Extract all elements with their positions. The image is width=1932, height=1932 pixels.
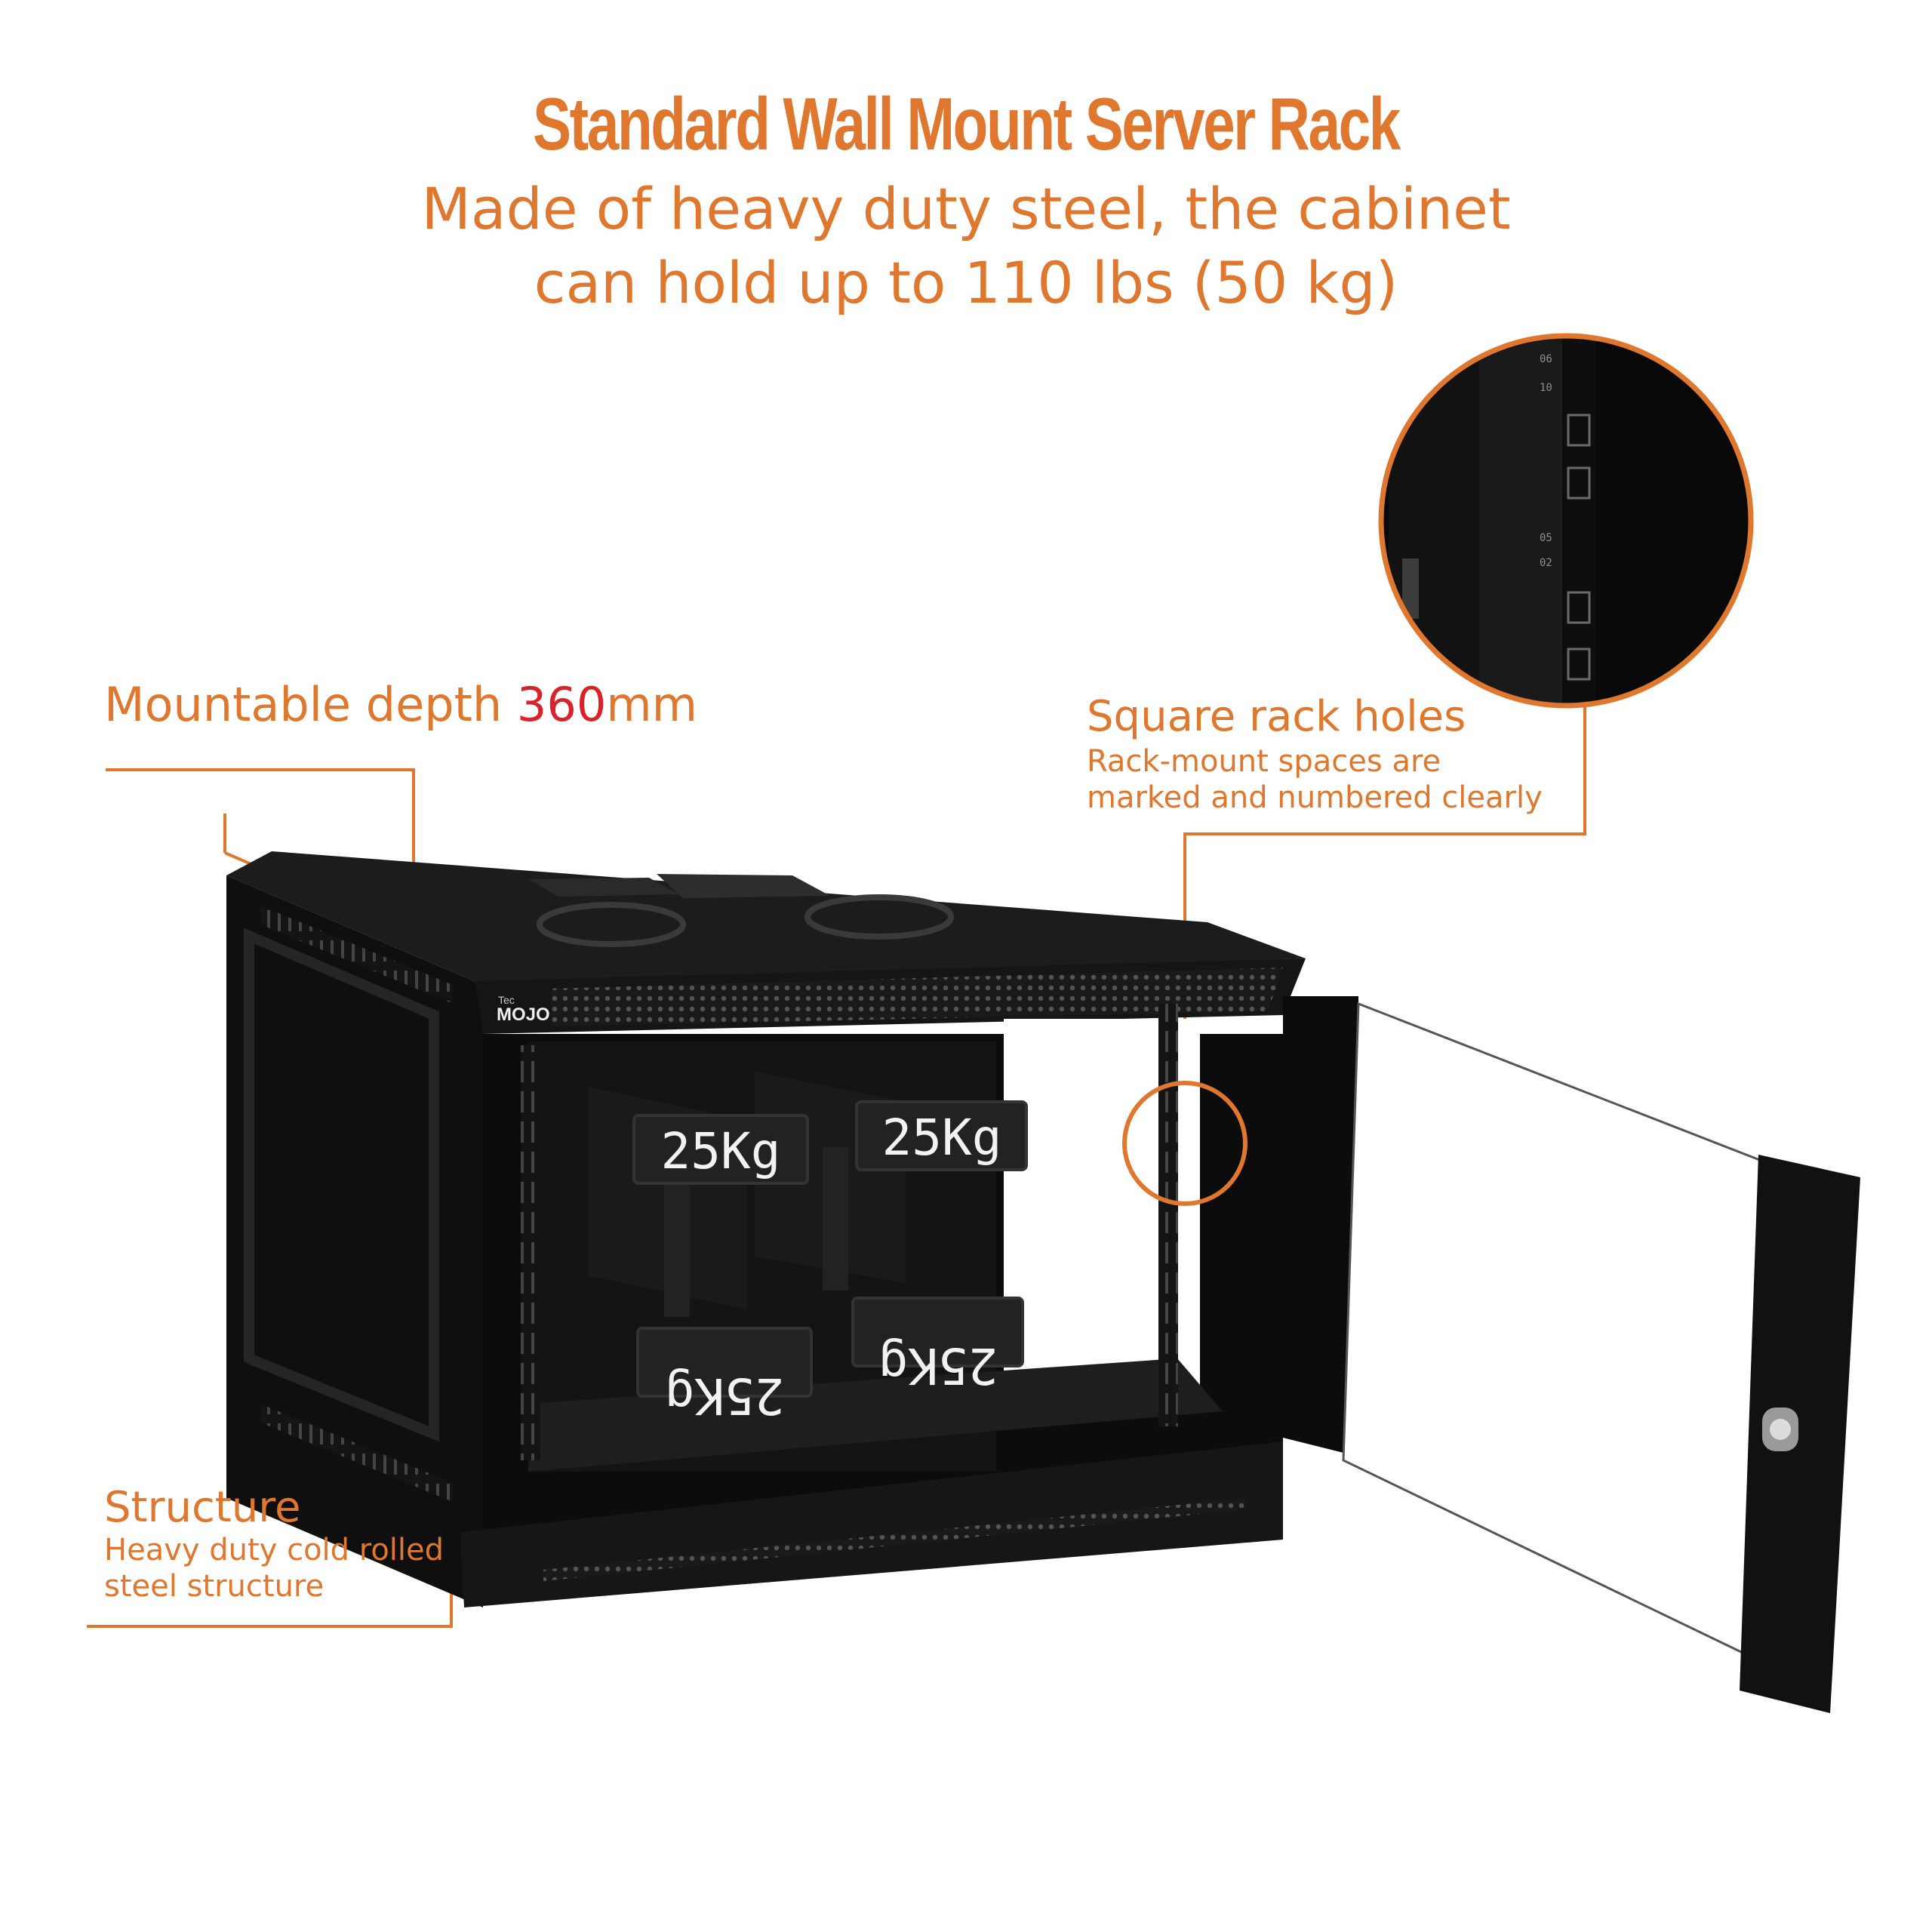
depth-callout-value: 360: [516, 677, 607, 732]
zoom-rail-number-4: 02: [1540, 557, 1552, 569]
cabinet-floor: [528, 1358, 1223, 1472]
side-vent-bottom: [260, 1404, 453, 1502]
depth-callout: Mountable depth 360mm: [104, 678, 697, 732]
structure-callout-title: Structure: [104, 1483, 301, 1532]
weight-label-plate-1: [632, 1114, 809, 1185]
cabinet-top: [226, 851, 1306, 985]
rail-right: [1158, 1004, 1178, 1426]
top-panel-2: [657, 874, 830, 898]
zoom-hole-1: [1567, 414, 1591, 447]
page-subtitle: Made of heavy duty steel, the cabinet ca…: [0, 172, 1932, 320]
weight-label-3: 25Kg: [665, 1367, 785, 1425]
weights: 25Kg 25Kg 25Kg 25Kg: [589, 1072, 1028, 1425]
top-panel-1: [528, 878, 679, 897]
zoom-inset: 06 10 05 02: [1378, 333, 1754, 709]
top-fan-2: [804, 894, 954, 940]
zoom-hole-3: [1567, 591, 1591, 624]
zoom-rail-number-3: 05: [1540, 532, 1552, 544]
side-vent-top: [260, 906, 453, 1004]
weight-label-plate-4: [851, 1297, 1024, 1367]
depth-leader: [106, 768, 415, 879]
zoom-rail-number-1: 06: [1540, 353, 1552, 365]
weight-label-plate-3: [636, 1327, 813, 1398]
weight-label-4: 25Kg: [878, 1337, 998, 1395]
zoom-rail-number-2: 10: [1540, 382, 1552, 394]
holes-callout-line-1: Rack-mount spaces are: [1087, 744, 1441, 779]
brand-prefix: Tec: [498, 994, 515, 1006]
base-vent: [543, 1498, 1245, 1581]
door-handle-frame: [1740, 1155, 1860, 1713]
top-fan-1: [537, 902, 686, 947]
weight-label-1: 25Kg: [661, 1122, 781, 1180]
rail-left: [521, 1045, 540, 1460]
door-lock-knob: [1770, 1419, 1791, 1440]
door-hinge-frame: [1283, 996, 1358, 1457]
side-frame: [244, 928, 439, 1442]
subtitle-line-1: Made of heavy duty steel, the cabinet: [421, 175, 1511, 242]
brand-logo: MOJO: [497, 1004, 550, 1025]
weight-label-plate-2: [855, 1100, 1028, 1171]
weight-handle-2: [823, 1147, 848, 1291]
rack-holes-highlight: [1122, 1081, 1247, 1206]
weight-label-2: 25Kg: [882, 1109, 1002, 1167]
holes-callout-line-2: marked and numbered clearly: [1087, 780, 1543, 815]
subtitle-line-2: can hold up to 110 lbs (50 kg): [534, 249, 1398, 316]
depth-callout-unit: mm: [606, 677, 698, 732]
front-vent: [551, 968, 1283, 1026]
depth-callout-prefix: Mountable depth: [104, 677, 517, 732]
structure-callout-line-1: Heavy duty cold rolled: [104, 1533, 445, 1567]
door-glass: [1342, 1001, 1786, 1663]
holes-callout-title: Square rack holes: [1087, 692, 1466, 741]
zoom-hole-2: [1567, 466, 1591, 500]
page-title: Standard Wall Mount Server Rack: [533, 82, 1401, 165]
zoom-hole-4: [1567, 648, 1591, 681]
structure-callout-line-2: steel structure: [104, 1569, 325, 1604]
